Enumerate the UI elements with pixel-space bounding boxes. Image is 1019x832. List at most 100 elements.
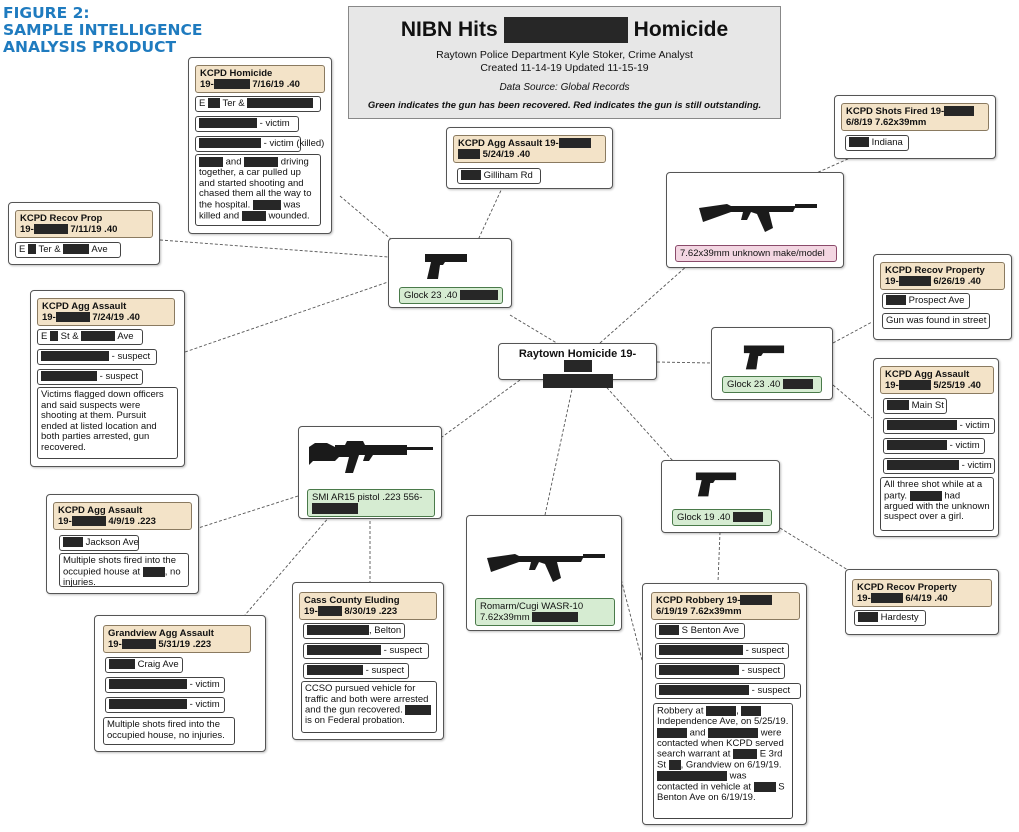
redaction [199, 118, 257, 129]
gun-label-text: Romarm/Cugi WASR-10 [480, 601, 584, 612]
redaction [63, 537, 83, 548]
redaction [121, 639, 156, 650]
gun-romarm-wasr[interactable]: Romarm/Cugi WASR-10 7.62x39mm [466, 515, 622, 631]
gun-smi-ar15[interactable]: SMI AR15 pistol .223 556- [298, 426, 442, 519]
figure-label-line: ANALYSIS PRODUCT [3, 38, 177, 56]
event-kcpd-agg-assault-jackson[interactable]: KCPD Agg Assault 19- 4/9/19 .223 Jackson… [46, 494, 199, 594]
event-kcpd-homicide[interactable]: KCPD Homicide 19- 7/16/19 .40 E Ter & - … [188, 57, 332, 234]
case-prefix: 19- [200, 79, 214, 90]
loc-text: Ave [91, 244, 108, 255]
role-text: - suspect [99, 371, 139, 382]
event-title-line: 6/8/19 7.62x39mm [846, 117, 927, 128]
event-note: Multiple shots fired into the occupied h… [103, 717, 235, 745]
redaction [41, 351, 109, 362]
redaction [63, 244, 90, 255]
redaction [887, 440, 947, 451]
loc-text: E [41, 331, 48, 342]
redaction [944, 106, 975, 117]
event-kcpd-shots-fired[interactable]: KCPD Shots Fired 19- 6/8/19 7.62x39mm In… [834, 95, 996, 159]
redaction [41, 371, 97, 382]
loc-text: St & [60, 331, 79, 342]
event-note: Gun was found in street [882, 313, 990, 329]
event-kcpd-robbery[interactable]: KCPD Robbery 19- 6/19/19 7.62x39mm S Ben… [642, 583, 807, 825]
loc-text: Gilliham Rd [483, 170, 533, 181]
center-node-raytown-homicide[interactable]: Raytown Homicide 19- [498, 343, 657, 389]
event-title: Grandview Agg Assault 19- 5/31/19 .223 [103, 625, 251, 653]
role-text: - suspect [365, 665, 405, 676]
victim-field: - victim [883, 438, 985, 454]
note-text: Independence Ave, on 5/25/19. [657, 716, 789, 728]
suspect-field: - suspect [655, 643, 789, 659]
role-text: - victim (killed) [263, 138, 325, 149]
location-field: Jackson Ave [59, 535, 139, 551]
rifle-icon [309, 441, 433, 473]
note-text: , Grandview on 6/19/19. [680, 759, 782, 771]
case-date-caliber: 7/16/19 .40 [252, 79, 300, 90]
redaction [109, 679, 187, 690]
event-kcpd-agg-assault-gilliham[interactable]: KCPD Agg Assault 19- 5/24/19 .40 Gilliha… [446, 127, 613, 189]
gun-glock19[interactable]: Glock 19 .40 [661, 460, 780, 533]
rifle-icon [699, 204, 817, 232]
connector-line [191, 495, 299, 531]
redaction [71, 516, 106, 527]
gun-label: 7.62x39mm unknown make/model [675, 245, 837, 262]
event-title: KCPD Agg Assault 19- 7/24/19 .40 [37, 298, 175, 326]
gun-label: Glock 19 .40 [672, 509, 772, 526]
header-title-right: Homicide [633, 18, 729, 41]
role-text: - suspect [741, 665, 781, 676]
redaction [27, 244, 36, 255]
note-text: and [225, 156, 242, 168]
redaction [241, 210, 266, 221]
case-date-caliber: 7/11/19 .40 [70, 224, 118, 235]
gun-label: Romarm/Cugi WASR-10 7.62x39mm [475, 598, 615, 626]
event-note: Victims flagged down officers and said s… [37, 387, 178, 459]
event-grandview-agg-assault[interactable]: Grandview Agg Assault 19- 5/31/19 .223 C… [94, 615, 266, 752]
figure-label-line: SAMPLE INTELLIGENCE [3, 21, 203, 39]
case-date-caliber: 7/24/19 .40 [92, 312, 140, 323]
suspect-field: - suspect [37, 369, 143, 385]
gun-label: Glock 23 .40 [399, 287, 503, 304]
redaction [741, 706, 762, 716]
redaction [49, 331, 58, 342]
gun-glock23-right[interactable]: Glock 23 .40 [711, 327, 833, 400]
event-title-line: KCPD Recov Property [885, 265, 985, 276]
note-text: and [223, 210, 240, 222]
event-title-line: 5/24/19 .40 [482, 149, 531, 160]
redaction [886, 295, 906, 306]
event-title-line: KCPD Shots Fired 19- [846, 106, 945, 117]
redaction [657, 727, 687, 738]
event-kcpd-recov-prop[interactable]: KCPD Recov Prop 19- 7/11/19 .40 E Ter & … [8, 202, 160, 265]
suspect-field: - suspect [303, 663, 409, 679]
event-kcpd-recov-property[interactable]: KCPD Recov Property 19- 6/26/19 .40 Pros… [873, 254, 1012, 340]
redaction [542, 374, 613, 389]
header-title-left: NIBN Hits [400, 18, 498, 41]
connector-line [441, 379, 521, 438]
event-kcpd-agg-assault-left[interactable]: KCPD Agg Assault 19- 7/24/19 .40 E St & … [30, 290, 185, 467]
event-kcpd-agg-assault-right[interactable]: KCPD Agg Assault 19- 5/25/19 .40 Main St… [873, 358, 999, 537]
event-title: KCPD Recov Property 19- 6/4/19 .40 [852, 579, 992, 607]
connector-line [244, 515, 331, 616]
redaction [563, 360, 592, 373]
victim-field: - victim [883, 458, 995, 474]
redaction [659, 685, 749, 696]
location-field: E St & Ave [37, 329, 143, 345]
connector-line [339, 195, 393, 241]
connector-line [779, 527, 857, 576]
event-kcpd-recov-property-hardesty[interactable]: KCPD Recov Property 19- 6/4/19 .40 Harde… [845, 569, 999, 635]
victim-field: - victim [195, 116, 299, 132]
redaction [659, 645, 743, 656]
redaction [858, 612, 878, 623]
redaction [109, 699, 187, 710]
gun-ak-unknown[interactable]: 7.62x39mm unknown make/model [666, 172, 844, 268]
event-cass-county-eluding[interactable]: Cass County Eluding 19- 8/30/19 .223 , B… [292, 582, 444, 740]
redaction [898, 380, 931, 391]
role-text: - victim [259, 118, 290, 129]
redaction [849, 137, 869, 148]
loc-text: Craig Ave [137, 659, 179, 670]
redaction [753, 782, 776, 793]
gun-glock23-left[interactable]: Glock 23 .40 [388, 238, 512, 308]
event-title: Cass County Eluding 19- 8/30/19 .223 [299, 592, 437, 620]
case-date-caliber: 5/31/19 .223 [158, 639, 212, 650]
redaction [458, 149, 480, 160]
